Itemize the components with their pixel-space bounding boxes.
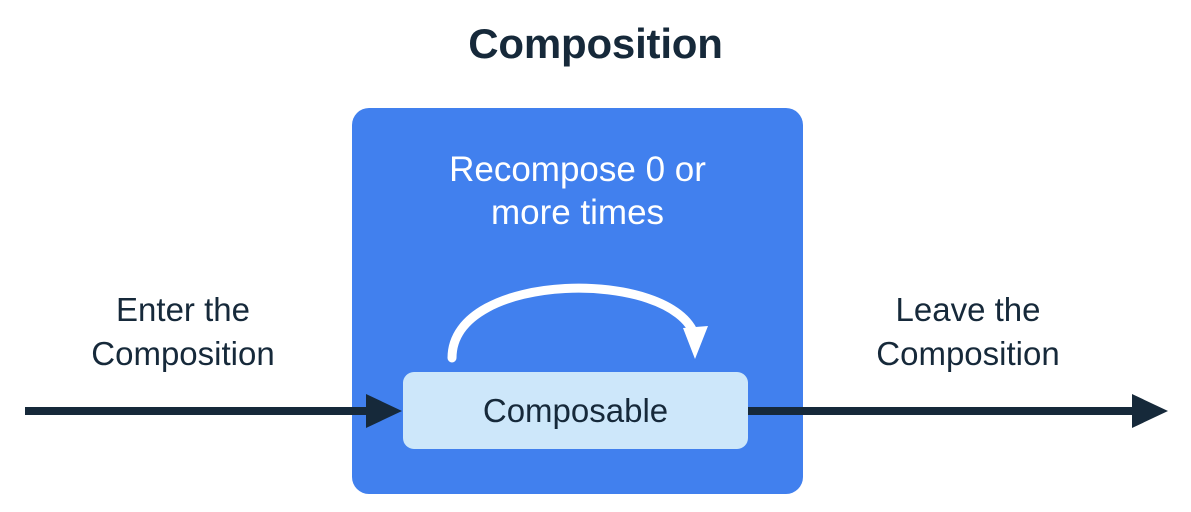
enter-composition-label: Enter the Composition [23,288,343,376]
recompose-caption-line-1: Recompose 0 or [449,150,706,189]
curved-loop-arrow-icon [447,283,708,363]
composable-box: Composable [403,372,748,449]
arrow-right-icon-enter [25,394,402,428]
composable-label: Composable [482,391,669,429]
arrow-right-icon-leave [748,394,1168,428]
recompose-caption-line-2: more times [490,193,665,232]
enter-composition-label-line-1: Enter the [116,291,250,328]
leave-composition-label-line-1: Leave the [895,291,1041,328]
leave-composition-label: Leave the Composition [808,288,1128,376]
recompose-caption: Recompose 0 or more times [352,148,803,234]
enter-composition-label-line-2: Composition [91,335,275,372]
leave-composition-label-line-2: Composition [876,335,1060,372]
page-title: Composition [468,20,723,67]
